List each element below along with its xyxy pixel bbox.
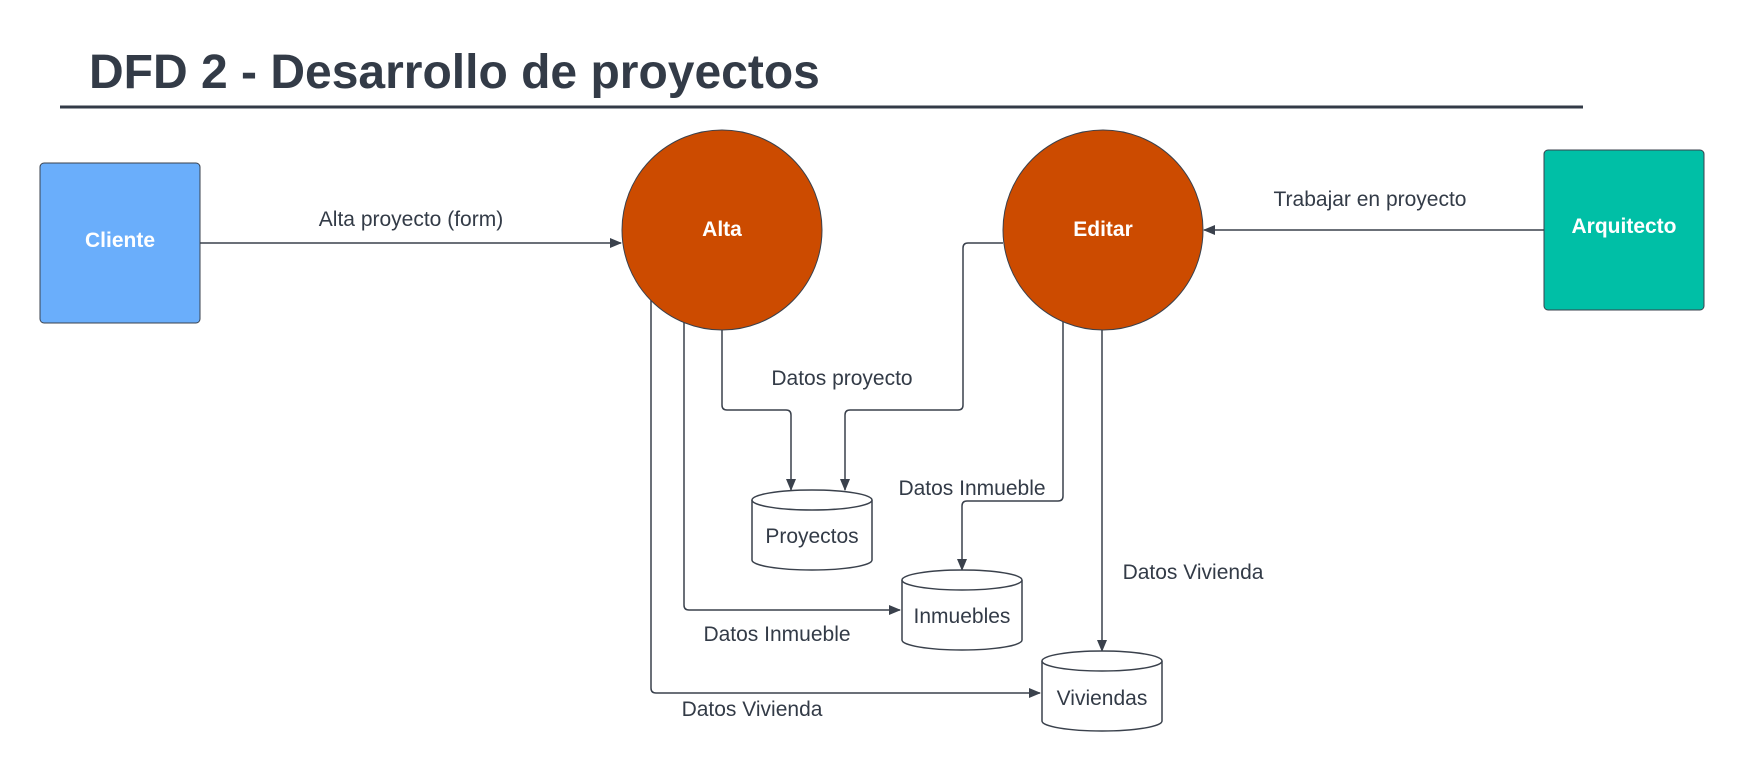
entity-cliente bbox=[39, 162, 201, 324]
process-alta-label: Alta bbox=[702, 218, 742, 241]
entity-arquitecto bbox=[1543, 149, 1705, 311]
flow-alta-inmuebles bbox=[683, 322, 901, 615]
flow-alta-proyectos bbox=[721, 330, 796, 491]
flow-editar-proyectos bbox=[840, 242, 1003, 491]
flow-editar-inmuebles bbox=[957, 322, 1064, 571]
flow-label-trabajar-proyecto: Trabajar en proyecto bbox=[1274, 188, 1467, 211]
flow-label-editar-datos-inmueble: Datos Inmueble bbox=[898, 477, 1045, 500]
flow-label-datos-proyecto: Datos proyecto bbox=[771, 367, 912, 390]
flow-label-alta-proyecto: Alta proyecto (form) bbox=[319, 208, 503, 231]
store-inmuebles: Inmuebles bbox=[901, 569, 1023, 651]
flow-label-alta-datos-inmueble: Datos Inmueble bbox=[703, 623, 850, 646]
entity-arquitecto-label: Arquitecto bbox=[1572, 215, 1677, 238]
store-viviendas: Viviendas bbox=[1041, 650, 1163, 732]
store-proyectos-label: Proyectos bbox=[765, 525, 858, 548]
process-editar-label: Editar bbox=[1073, 218, 1133, 241]
process-alta bbox=[621, 129, 823, 331]
flow-alta-viviendas bbox=[650, 300, 1041, 698]
flow-label-editar-datos-vivienda: Datos Vivienda bbox=[1123, 561, 1264, 584]
entity-cliente-label: Cliente bbox=[85, 229, 155, 252]
flow-label-alta-datos-vivienda: Datos Vivienda bbox=[682, 698, 823, 721]
store-inmuebles-label: Inmuebles bbox=[914, 605, 1011, 628]
page-title: DFD 2 - Desarrollo de proyectos bbox=[89, 46, 820, 99]
store-proyectos: Proyectos bbox=[751, 489, 873, 571]
process-editar bbox=[1002, 129, 1204, 331]
store-viviendas-label: Viviendas bbox=[1057, 687, 1148, 710]
